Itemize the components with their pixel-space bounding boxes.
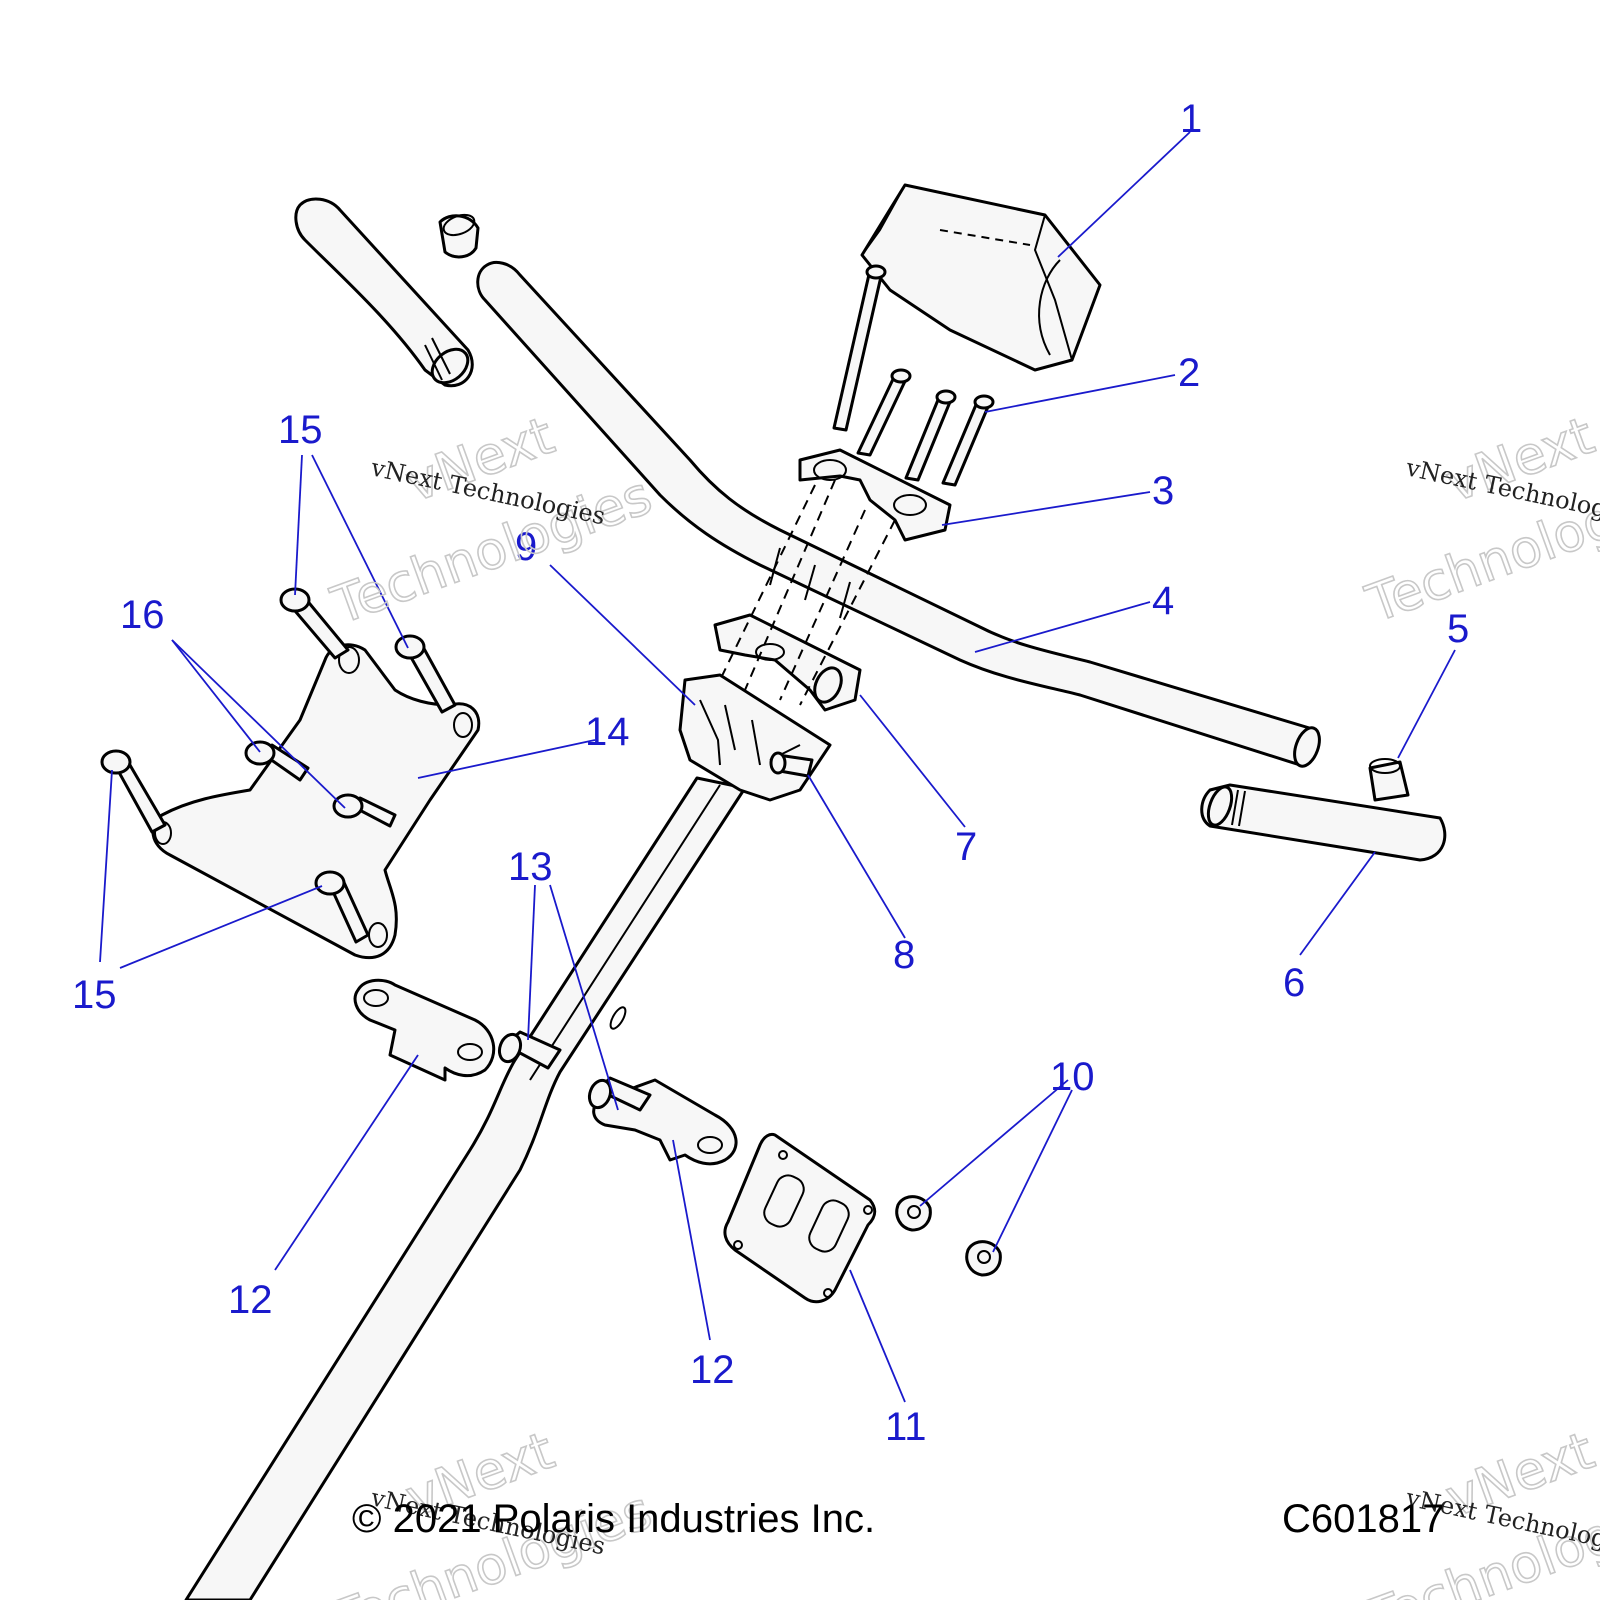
left-grip bbox=[294, 197, 474, 388]
callout-12-right: 12 bbox=[690, 1348, 735, 1392]
grommets bbox=[895, 1195, 1002, 1277]
callout-16: 16 bbox=[120, 593, 165, 637]
callout-1: 1 bbox=[1180, 97, 1202, 141]
copyright-text: © 2021 Polaris Industries Inc. bbox=[352, 1497, 875, 1541]
callout-numbers: 1 2 3 4 5 6 7 8 9 10 11 12 12 13 14 15 1… bbox=[72, 97, 1469, 1449]
mounting-plate bbox=[151, 643, 481, 960]
callout-15-bottom: 15 bbox=[72, 973, 117, 1017]
callout-6: 6 bbox=[1283, 961, 1305, 1005]
clamp-bolts bbox=[832, 264, 995, 487]
left-end-cap bbox=[438, 213, 480, 259]
callout-7: 7 bbox=[955, 825, 977, 869]
watermarks: vNext Technologies vNext Technologies vN… bbox=[323, 405, 1600, 1600]
callout-14: 14 bbox=[585, 710, 630, 754]
right-grip bbox=[1200, 783, 1447, 862]
callout-3: 3 bbox=[1152, 469, 1174, 513]
footer: © 2021 Polaris Industries Inc. C601817 bbox=[352, 1497, 1444, 1541]
handlebar bbox=[476, 261, 1321, 768]
alignment-lines bbox=[719, 479, 896, 706]
callout-8: 8 bbox=[893, 933, 915, 977]
steering-column bbox=[184, 776, 747, 1600]
figure-id: C601817 bbox=[1282, 1497, 1444, 1541]
switch-plate bbox=[723, 1132, 877, 1304]
callout-10: 10 bbox=[1050, 1055, 1095, 1099]
callout-12-left: 12 bbox=[228, 1278, 273, 1322]
callout-13: 13 bbox=[508, 845, 553, 889]
callout-2: 2 bbox=[1178, 351, 1200, 395]
watermark-mid-right: vNext Technologies vNext Technologies bbox=[1358, 405, 1600, 636]
leader-lines bbox=[99, 131, 1456, 1403]
callout-4: 4 bbox=[1152, 579, 1174, 623]
handlebar-pad bbox=[860, 183, 1102, 372]
lower-clamp-left bbox=[353, 978, 496, 1082]
watermark-mid-left: vNext Technologies vNext Technologies bbox=[323, 405, 660, 637]
callout-11: 11 bbox=[885, 1405, 927, 1449]
upper-clamp bbox=[798, 448, 952, 542]
plate-bolts bbox=[100, 587, 457, 944]
right-end-cap bbox=[1368, 758, 1410, 802]
callout-9: 9 bbox=[515, 525, 537, 569]
callout-5: 5 bbox=[1447, 607, 1469, 651]
callout-15-top: 15 bbox=[278, 408, 323, 452]
